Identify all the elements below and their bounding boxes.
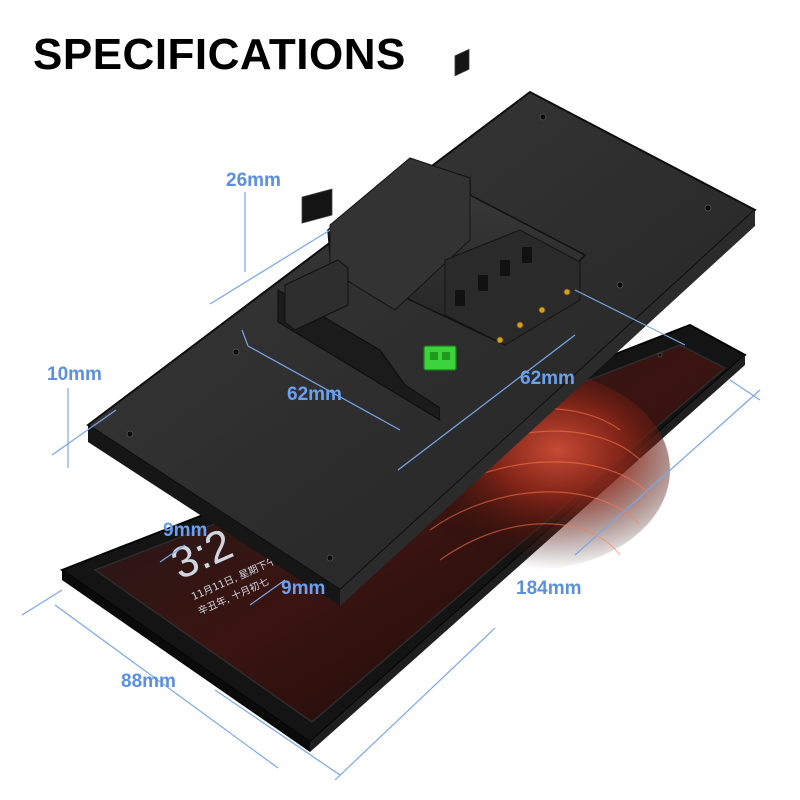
dimension-box-width: 62mm bbox=[287, 384, 342, 405]
dimension-bezel-bottom: 9mm bbox=[281, 578, 326, 599]
dimension-depth-total: 26mm bbox=[226, 170, 281, 191]
dimension-box-height: 62mm bbox=[520, 368, 575, 389]
back-plate bbox=[86, 90, 757, 606]
dimension-lines bbox=[21, 192, 761, 781]
dimension-width: 88mm bbox=[121, 671, 176, 692]
dimension-bezel-side: 9mm bbox=[163, 520, 208, 541]
junction-box bbox=[277, 48, 587, 421]
dimension-depth-back: 10mm bbox=[47, 364, 102, 385]
page-title: SPECIFICATIONS bbox=[33, 30, 406, 79]
green-connector bbox=[423, 345, 457, 371]
dimension-length: 184mm bbox=[516, 578, 582, 599]
